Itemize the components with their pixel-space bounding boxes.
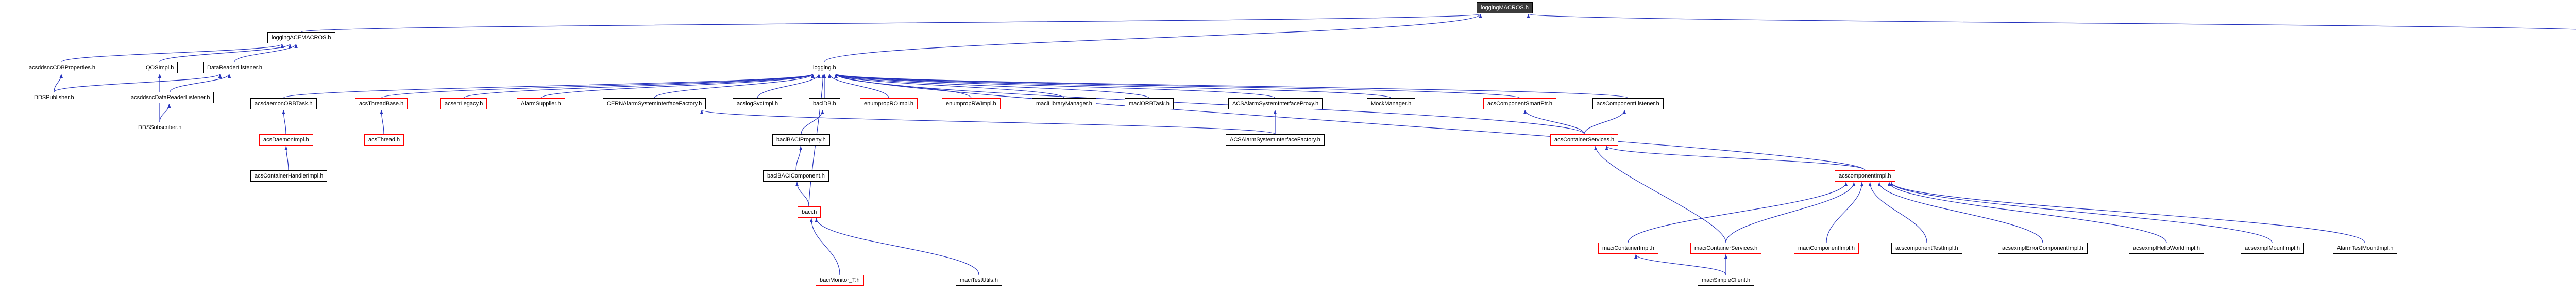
node-cernalarmsysteminterfacefactory-h[interactable]: CERNAlarmSystemInterfaceFactory.h: [603, 98, 706, 109]
node-acscomponentimpl-h[interactable]: acscomponentImpl.h: [1835, 170, 1895, 182]
node-acsexmplmountimpl-h[interactable]: acsexmplMountImpl.h: [2241, 243, 2304, 254]
node-acserrlegacy-h[interactable]: acserrLegacy.h: [440, 98, 487, 109]
edge: [834, 73, 1149, 99]
node-mockmanager-h[interactable]: MockManager.h: [1367, 98, 1416, 109]
edge: [757, 73, 821, 99]
node-ddspublisher-h[interactable]: DDSPublisher.h: [30, 92, 78, 103]
node-logging-h[interactable]: logging.h: [809, 62, 840, 73]
edge: [700, 109, 1276, 135]
edge: [1628, 182, 1848, 243]
edge: [1584, 109, 1626, 135]
edge: [282, 109, 286, 135]
edge: [159, 103, 171, 122]
node-acsdaemonorbtask-h[interactable]: acsdaemonORBTask.h: [250, 98, 317, 109]
edge: [54, 73, 222, 92]
node-bacibacicomponent-h[interactable]: baciBACIComponent.h: [763, 170, 829, 182]
node-ddssubscriber-h[interactable]: DDSSubscriber.h: [134, 122, 186, 133]
node-loggingacemacros-h[interactable]: loggingACEMACROS.h: [267, 32, 335, 43]
edge: [1725, 182, 1856, 243]
node-maciorbtask-h[interactable]: maciORBTask.h: [1125, 98, 1174, 109]
edge: [234, 43, 298, 62]
edge: [284, 146, 289, 171]
edge: [380, 109, 384, 135]
node-acslogsvcimpl-h[interactable]: acslogSvcImpl.h: [733, 98, 783, 109]
edge: [54, 73, 63, 92]
edge: [815, 218, 979, 275]
edge: [61, 43, 284, 62]
node-acsddsnccdbproperties-h[interactable]: acsddsncCDBProperties.h: [25, 62, 100, 73]
edges: [54, 13, 2576, 275]
edge: [834, 73, 1064, 99]
edge: [1889, 182, 2365, 243]
edge: [834, 73, 1276, 99]
node-acsexmplerrorcomponentimpl-h[interactable]: acsexmplErrorComponentImpl.h: [1998, 243, 2088, 254]
node-loggingmacros-h: loggingMACROS.h: [1477, 2, 1533, 13]
node-bacibaciproperty-h[interactable]: baciBACIProperty.h: [772, 134, 830, 146]
node-baci-h[interactable]: baci.h: [798, 206, 821, 218]
edge: [170, 73, 231, 92]
edge: [824, 13, 1482, 62]
edge: [795, 146, 803, 171]
node-macicontainerservices-h[interactable]: maciContainerServices.h: [1690, 243, 1762, 254]
node-acscomponentsmartptr-h[interactable]: acsComponentSmartPtr.h: [1483, 98, 1556, 109]
edge: [540, 73, 815, 99]
edge: [1868, 182, 1927, 243]
node-macisimpleclient-h[interactable]: maciSimpleClient.h: [1698, 275, 1755, 286]
node-alarmtestmountimpl-h[interactable]: AlarmTestMountImpl.h: [2333, 243, 2398, 254]
edge: [795, 182, 809, 207]
node-acsdaemonimpl-h[interactable]: acsDaemonImpl.h: [259, 134, 313, 146]
edge: [1887, 182, 2167, 243]
node-enumproprwimpl-h[interactable]: enumpropRWImpl.h: [942, 98, 1001, 109]
edge: [283, 73, 815, 99]
edge: [301, 13, 1482, 33]
edge: [834, 73, 1392, 99]
edge: [809, 218, 840, 275]
node-macilibrarymanager-h[interactable]: maciLibraryManager.h: [1032, 98, 1096, 109]
edge: [1523, 109, 1585, 135]
edge: [834, 73, 1629, 99]
node-acsalarmsysteminterfacefactory-h[interactable]: ACSAlarmSystemInterfaceFactory.h: [1226, 134, 1325, 146]
edge: [381, 73, 815, 99]
node-acscontainerhandlerimpl-h[interactable]: acsContainerHandlerImpl.h: [250, 170, 328, 182]
edge: [1634, 254, 1726, 275]
node-enumproproimpl-h[interactable]: enumpropROImpl.h: [860, 98, 918, 109]
edge: [801, 109, 824, 135]
node-acsthreadbase-h[interactable]: acsThreadBase.h: [355, 98, 408, 109]
edge: [159, 43, 292, 62]
edge: [1605, 146, 1866, 171]
edge: [827, 73, 889, 99]
node-macicontainerimpl-h[interactable]: maciContainerImpl.h: [1598, 243, 1658, 254]
edge: [1527, 13, 2576, 30]
node-datareaderlistener-h[interactable]: DataReaderListener.h: [203, 62, 267, 73]
edge: [834, 73, 1866, 171]
node-acsexmplhelloworldimpl-h[interactable]: acsexmplHelloWorldImpl.h: [2129, 243, 2205, 254]
node-acsthread-h[interactable]: acsThread.h: [364, 134, 404, 146]
edge: [1594, 146, 1726, 243]
edge: [654, 73, 815, 99]
edge: [1877, 182, 2043, 243]
node-acscomponentlistener-h[interactable]: acsComponentListener.h: [1592, 98, 1664, 109]
edge: [1889, 182, 2273, 243]
node-bacidb-h[interactable]: baciDB.h: [809, 98, 840, 109]
edge: [1826, 182, 1864, 243]
node-alarmsupplier-h[interactable]: AlarmSupplier.h: [517, 98, 565, 109]
edge: [834, 73, 1520, 99]
node-macicomponentimpl-h[interactable]: maciComponentImpl.h: [1794, 243, 1859, 254]
node-acscontainerservices-h[interactable]: acsContainerServices.h: [1550, 134, 1619, 146]
node-acsalarmsysteminterfaceproxy-h[interactable]: ACSAlarmSystemInterfaceProxy.h: [1228, 98, 1323, 109]
edge: [463, 73, 815, 99]
node-macitestutils-h[interactable]: maciTestUtils.h: [956, 275, 1002, 286]
node-acscomponenttestimpl-h[interactable]: acscomponentTestImpl.h: [1891, 243, 1962, 254]
node-qosimpl-h[interactable]: QOSImpl.h: [142, 62, 178, 73]
node-bacimonitor-t-h[interactable]: baciMonitor_T.h: [816, 275, 864, 286]
node-acsddsncdatareaderlistener-h[interactable]: acsddsncDataReaderListener.h: [127, 92, 214, 103]
